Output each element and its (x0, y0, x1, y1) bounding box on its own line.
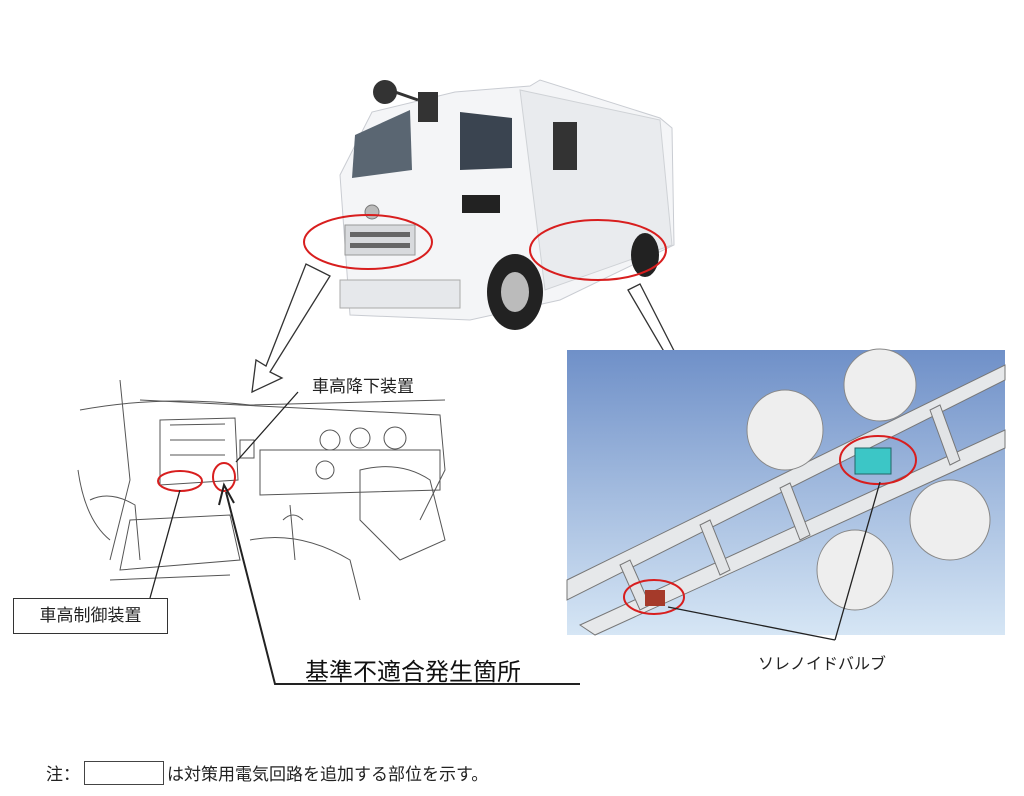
leader-line-solenoid-upper (834, 481, 881, 641)
arrowhead-icon (218, 482, 235, 506)
highlight-ellipse-side (529, 219, 667, 281)
leader-line-solenoid-lower (667, 606, 836, 641)
leader-line-control-device (149, 489, 181, 599)
truck-photo (339, 79, 675, 330)
note-text: は対策用電気回路を追加する部位を示す。 (167, 765, 489, 785)
leader-line-nonconformity (225, 491, 580, 685)
label-height-lowering-device: 車高降下装置 (312, 377, 414, 397)
highlight-ellipse-nonconformity (212, 462, 236, 492)
leader-line-lowering-device (235, 391, 299, 463)
label-height-control-device: 車高制御装置 (13, 598, 168, 634)
note-prefix: 注： (46, 765, 80, 785)
arrow-to-dashboard-icon (251, 263, 331, 394)
chassis-render (566, 348, 1006, 636)
dashboard-drawing (77, 379, 446, 601)
footnote: 注： は対策用電気回路を追加する部位を示す。 (46, 760, 488, 785)
highlight-ellipse-solenoid-upper (839, 435, 917, 485)
highlight-ellipse-solenoid-lower (623, 579, 685, 615)
label-solenoid-valve: ソレノイドバルブ (758, 654, 887, 673)
highlight-ellipse-front (303, 214, 433, 270)
label-nonconformity-location: 基準不適合発生箇所 (305, 658, 521, 686)
legend-box-icon (84, 760, 164, 785)
highlight-ellipse-control-device (157, 470, 203, 492)
